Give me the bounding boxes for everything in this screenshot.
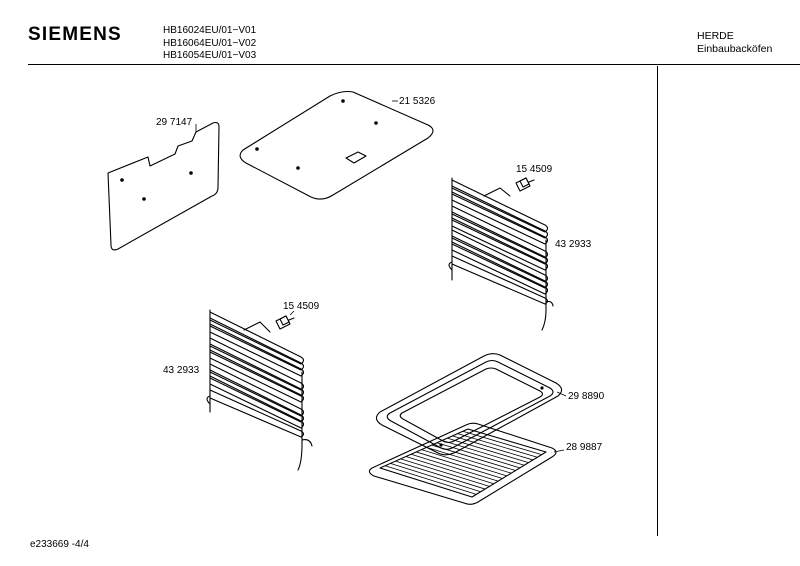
baking-tray-part[interactable] — [375, 353, 563, 456]
part-number-label: 43 2933 — [163, 365, 200, 376]
rack-bar — [447, 437, 529, 463]
rack-bar — [426, 446, 512, 474]
part-number-label: 29 7147 — [156, 117, 193, 128]
model-number: HB16064EU/01−V02 — [163, 37, 257, 49]
leader-line — [289, 310, 295, 316]
rack-bar — [395, 460, 486, 490]
rack-bar — [421, 449, 507, 477]
brand-logo: SIEMENS — [28, 24, 122, 45]
screw-part[interactable] — [515, 177, 535, 192]
part-number-label: 43 2933 — [555, 239, 592, 250]
rack-bar — [385, 465, 477, 495]
shelf-rail-part[interactable] — [448, 177, 554, 331]
rack-bar — [462, 430, 542, 456]
cover-plate-part[interactable] — [239, 90, 434, 200]
rack-bar — [436, 442, 520, 469]
side-panel-part[interactable] — [107, 121, 220, 251]
model-number: HB16054EU/01−V03 — [163, 50, 257, 61]
rack-bar — [410, 453, 499, 482]
rack-bar — [416, 451, 503, 479]
part-number-label: 29 8890 — [568, 391, 605, 402]
rack-bar — [400, 458, 490, 487]
part-number-label: 15 4509 — [516, 164, 553, 175]
product-category: HERDE Einbaubacköfen — [697, 30, 772, 55]
rack-bar — [405, 456, 494, 485]
side-divider — [657, 66, 658, 536]
rack-bar — [452, 435, 534, 461]
screw-part[interactable] — [275, 315, 295, 330]
category-subtitle: Einbaubacköfen — [697, 42, 773, 55]
part-number-label: 15 4509 — [283, 301, 320, 312]
rack-bar — [457, 433, 538, 458]
category-title: HERDE — [697, 30, 734, 42]
leader-line — [553, 449, 565, 453]
model-list: HB16024EU/01−V01 HB16064EU/01−V02 HB1605… — [163, 25, 256, 63]
rack-bar — [390, 463, 481, 493]
rack-bar — [431, 444, 516, 471]
wire-rack-part[interactable] — [368, 422, 557, 505]
document-id: e233669 -4/4 — [30, 539, 89, 550]
shelf-rail-part[interactable] — [206, 309, 313, 471]
rack-bar — [442, 440, 525, 466]
part-number-label: 28 9887 — [566, 442, 603, 453]
part-number-label: 21 5326 — [399, 96, 436, 107]
model-number: HB16024EU/01−V01 — [163, 25, 257, 36]
leader-line — [556, 391, 567, 397]
header-divider — [28, 64, 800, 65]
